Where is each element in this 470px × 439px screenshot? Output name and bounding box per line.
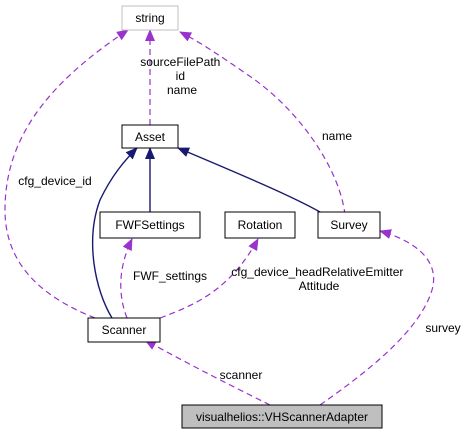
edge-label-fwf-scanner: FWF_settings	[133, 269, 207, 283]
svg-text:visualhelios::VHScannerAdapter: visualhelios::VHScannerAdapter	[196, 410, 368, 424]
node-scanner[interactable]: Scanner	[87, 317, 161, 343]
edge-label-rotation-scanner: cfg_device_headRelativeEmitter Attitude	[231, 265, 406, 293]
node-vhscanneradapter[interactable]: visualhelios::VHScannerAdapter	[181, 404, 383, 429]
node-rotation[interactable]: Rotation	[224, 211, 296, 239]
edge-survey-adapter	[319, 229, 435, 406]
edge-string-scanner	[4, 29, 129, 319]
edge-asset-survey	[177, 147, 321, 213]
svg-text:FWFSettings: FWFSettings	[115, 218, 184, 232]
svg-text:Asset: Asset	[135, 130, 166, 144]
edge-label-string-asset: sourceFilePath id name	[140, 55, 223, 97]
edge-label-string-scanner: cfg_device_id	[18, 174, 91, 188]
node-survey[interactable]: Survey	[317, 211, 381, 239]
edge-asset-scanner	[91, 147, 138, 319]
edge-scanner-adapter	[144, 339, 271, 406]
svg-text:Survey: Survey	[330, 218, 367, 232]
svg-text:Scanner: Scanner	[102, 323, 147, 337]
edge-fwf-scanner	[120, 238, 133, 319]
node-string[interactable]: string	[121, 5, 179, 31]
edge-label-survey-adapter: survey	[425, 321, 460, 335]
node-fwfsettings[interactable]: FWFSettings	[99, 211, 201, 239]
svg-text:Rotation: Rotation	[238, 218, 283, 232]
edge-rotation-scanner	[159, 238, 259, 319]
node-asset[interactable]: Asset	[121, 124, 179, 149]
edge-label-scanner-adapter: scanner	[220, 368, 263, 382]
svg-text:string: string	[135, 11, 164, 25]
edge-string-survey	[179, 31, 346, 216]
edge-label-string-survey: name	[322, 129, 352, 143]
